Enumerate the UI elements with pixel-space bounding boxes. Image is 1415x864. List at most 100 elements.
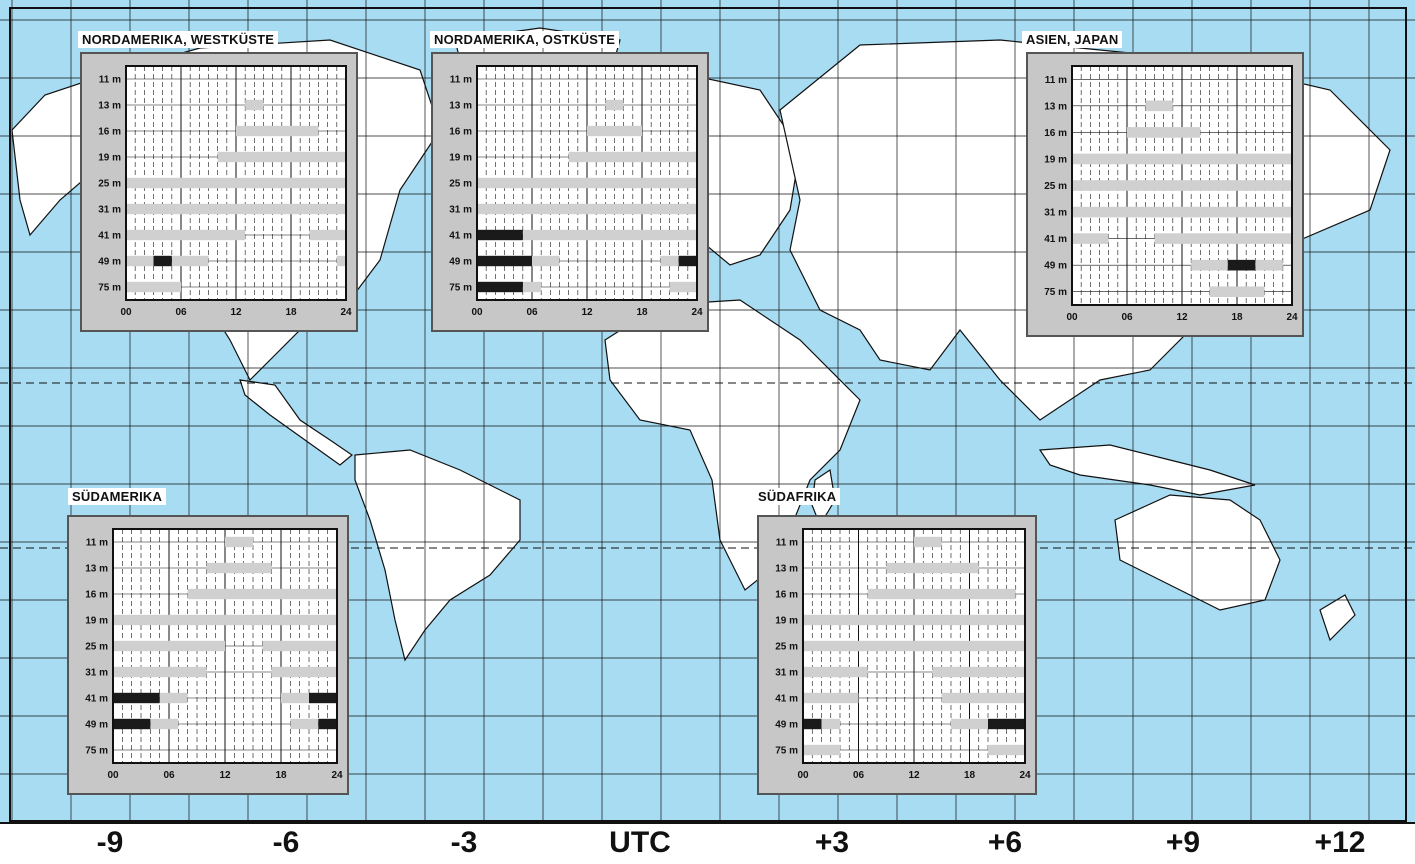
propagation-bar-fair <box>867 588 1016 600</box>
band-label: 49 m <box>85 720 108 731</box>
propagation-bar-fair <box>126 255 154 267</box>
panel-title-na-east: NORDAMERIKA, OSTKÜSTE <box>430 31 620 48</box>
chart-frame <box>476 65 698 301</box>
propagation-bar-fair <box>309 229 346 241</box>
land-south-america <box>354 449 521 662</box>
band-label: 41 m <box>775 694 798 705</box>
propagation-bar-fair <box>217 151 346 163</box>
propagation-bar-good <box>477 281 523 293</box>
band-label: 13 m <box>98 101 121 112</box>
band-label: 41 m <box>1044 234 1067 245</box>
hour-tick-label: 06 <box>1121 312 1133 323</box>
timezone-label: -6 <box>272 826 300 859</box>
propagation-bar-fair <box>225 536 253 548</box>
hour-tick-label: 24 <box>1286 312 1298 323</box>
propagation-bar-good <box>153 255 172 267</box>
propagation-bar-fair <box>568 151 697 163</box>
propagation-bar-fair <box>1154 233 1292 244</box>
timezone-label: +6 <box>987 826 1023 859</box>
panel-title-na-west: NORDAMERIKA, WESTKÜSTE <box>78 31 279 48</box>
propagation-bar-fair <box>522 229 697 241</box>
propagation-bar-fair <box>821 718 840 730</box>
propagation-bar-fair <box>988 744 1025 756</box>
hour-tick-label: 18 <box>636 307 648 318</box>
band-label: 31 m <box>775 668 798 679</box>
timezone-bar: -9 -6 -3 UTC +3 +6 +9 +12 <box>0 822 1415 864</box>
propagation-bar-good <box>309 692 337 704</box>
band-label: 16 m <box>449 127 472 138</box>
band-label: 13 m <box>449 101 472 112</box>
band-label: 75 m <box>85 746 108 757</box>
map-frame <box>9 7 1407 822</box>
propagation-bar-fair <box>113 666 207 678</box>
hour-tick-label: 12 <box>230 307 242 318</box>
land-indonesia <box>1038 444 1256 496</box>
propagation-bar-fair <box>262 640 337 652</box>
hour-tick-label: 24 <box>691 307 703 318</box>
band-label: 13 m <box>1044 101 1067 112</box>
band-label: 49 m <box>775 720 798 731</box>
propagation-bar-good <box>318 718 337 730</box>
propagation-bar-fair <box>587 125 642 137</box>
hour-tick-label: 00 <box>107 770 119 781</box>
band-label: 31 m <box>98 205 121 216</box>
hour-tick-label: 12 <box>219 770 231 781</box>
band-label: 25 m <box>1044 181 1067 192</box>
timezone-label: +9 <box>1165 826 1201 859</box>
propagation-bar-fair <box>126 281 181 293</box>
timezone-label: -9 <box>96 826 124 859</box>
propagation-bar-fair <box>886 562 979 574</box>
hour-tick-label: 12 <box>581 307 593 318</box>
hour-tick-label: 24 <box>331 770 343 781</box>
hour-tick-label: 00 <box>471 307 483 318</box>
propagation-bar-good <box>803 718 822 730</box>
propagation-bar-good <box>113 718 151 730</box>
propagation-bar-fair <box>113 614 337 626</box>
timezone-label: UTC <box>609 826 671 859</box>
band-label: 25 m <box>85 642 108 653</box>
propagation-bar-fair <box>477 203 697 215</box>
band-label: 19 m <box>98 153 121 164</box>
timezone-label: +12 <box>1314 826 1366 859</box>
hour-tick-label: 00 <box>120 307 132 318</box>
propagation-bar-fair <box>803 744 840 756</box>
band-label: 19 m <box>85 616 108 627</box>
propagation-bar-fair <box>803 614 1025 626</box>
propagation-bar-fair <box>1072 153 1292 165</box>
band-label: 49 m <box>98 257 121 268</box>
hour-tick-label: 18 <box>1231 312 1243 323</box>
propagation-bar-fair <box>932 666 1025 678</box>
propagation-bar-fair <box>1072 233 1109 244</box>
hour-tick-label: 06 <box>853 770 865 781</box>
propagation-bar-fair <box>236 125 319 137</box>
propagation-bar-fair <box>126 229 246 241</box>
propagation-bar-fair <box>803 666 868 678</box>
band-label: 31 m <box>1044 208 1067 219</box>
band-label: 41 m <box>449 231 472 242</box>
propagation-bar-fair <box>1191 259 1228 271</box>
hour-tick-label: 24 <box>1019 770 1031 781</box>
propagation-bar-fair <box>187 588 337 600</box>
propagation-bar-fair <box>1127 127 1201 138</box>
propagation-bar-fair <box>1072 206 1292 218</box>
propagation-bar-fair <box>1209 286 1265 298</box>
panel-title-asia-japan: ASIEN, JAPAN <box>1022 31 1123 48</box>
propagation-bar-fair <box>522 281 542 293</box>
band-label: 16 m <box>85 590 108 601</box>
propagation-bar-fair <box>336 255 346 267</box>
propagation-bar-fair <box>206 562 272 574</box>
hour-tick-label: 06 <box>175 307 187 318</box>
band-label: 11 m <box>450 75 472 86</box>
propagation-bar-fair <box>150 718 179 730</box>
propagation-bar-fair <box>271 666 337 678</box>
hour-tick-label: 18 <box>964 770 976 781</box>
